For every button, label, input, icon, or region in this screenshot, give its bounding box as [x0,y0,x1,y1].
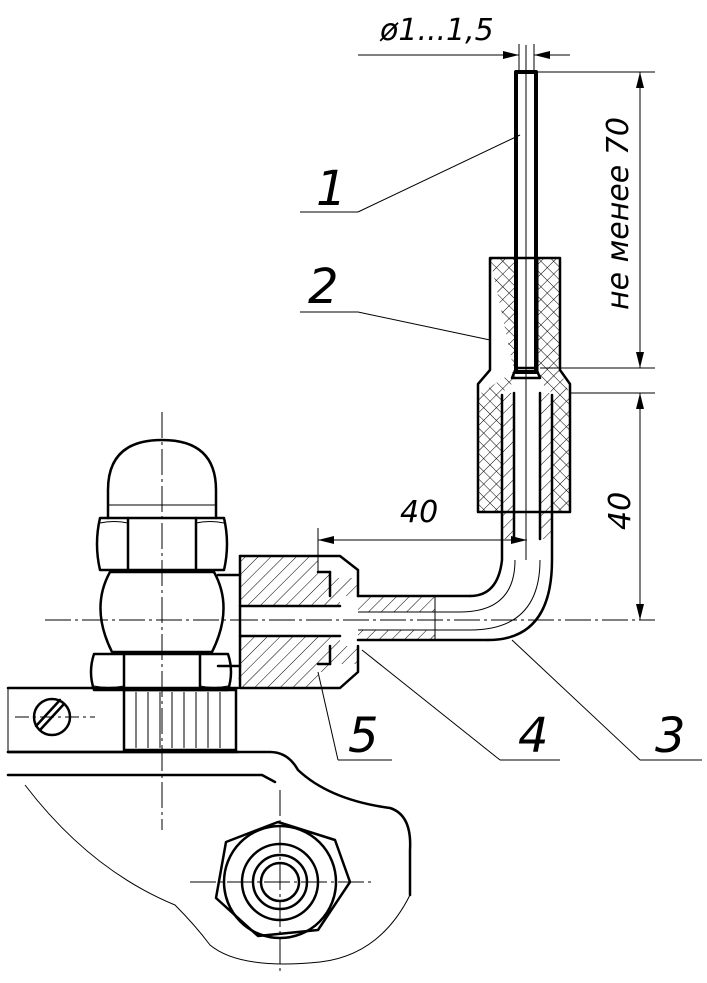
dim-vertical-40 [570,392,655,620]
callout-5: 5 [348,708,379,764]
sleeve [476,256,572,514]
knurled-base [122,688,238,752]
probe-wire [510,44,542,560]
vertical-insert-tube [502,391,552,541]
leader-2 [300,311,491,341]
dim-probe-length [536,71,655,369]
horizontal-40-label: 40 [400,495,438,530]
leader-3 [511,639,702,761]
probe-length-label: не менее 70 [601,117,636,310]
dim-horizontal-40 [317,528,527,572]
callout-3: 3 [655,708,686,764]
callout-1: 1 [316,161,347,217]
leader-5 [317,671,392,761]
dim-diameter [358,51,570,59]
leader-1 [300,134,521,213]
vertical-40-label: 40 [603,492,638,530]
fitting-stack [45,412,233,830]
tube-horizontal [232,594,655,642]
union-nut-section [216,554,360,690]
slotted-screw [15,697,95,737]
diameter-label: ø1...1,5 [379,13,494,48]
hex-nut-bottom [190,790,375,975]
callout-4: 4 [518,708,549,764]
callout-2: 2 [308,259,339,315]
leader-4 [361,649,560,761]
tube-bend [459,393,554,642]
